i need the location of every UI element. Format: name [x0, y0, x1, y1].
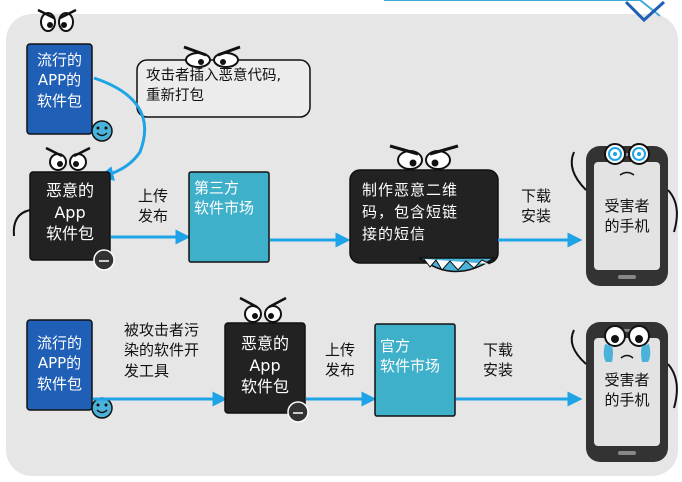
popular-app-box-1 [26, 43, 93, 135]
corner-tab [384, 0, 661, 17]
malicious-app-box-2 [224, 322, 306, 414]
smile-face-icon [91, 397, 113, 419]
left-arm [12, 209, 31, 237]
popular-app-label-1: 流行的 APP的 软件包 [36, 51, 82, 110]
evil-face-icon [93, 249, 115, 271]
eyes-icon [37, 8, 77, 32]
victim-label-2: 受害者 的手机 [604, 371, 650, 410]
qr-sms-label: 制作恶意二维 码，包含短链 接的短信 [362, 181, 459, 243]
malicious-app-label-1: 恶意的 App 软件包 [45, 181, 94, 244]
download-label-1: 下载 安装 [521, 187, 552, 226]
publish-label-1: 上传 发布 [138, 187, 169, 226]
victim-label-1: 受害者 的手机 [604, 197, 650, 236]
malicious-app-box-1 [29, 171, 111, 261]
dizzy-eyes-icon [604, 143, 650, 176]
third-party-market-box [188, 171, 270, 263]
popular-app-box-2 [26, 319, 93, 411]
sdk-note: 被攻击者污 染的软件开 发工具 [124, 321, 200, 380]
repackage-arrow [93, 76, 147, 181]
malicious-eyes-icon [239, 296, 287, 323]
smile-face-icon [91, 120, 113, 142]
official-market-label: 官方 软件市场 [380, 337, 441, 376]
monster-eyes-icon [389, 144, 459, 170]
angry-eyes-icon [183, 45, 241, 68]
malicious-app-label-2: 恶意的 App 软件包 [240, 334, 289, 397]
attacker-note: 攻击者插入恶意代码, 重新打包 [146, 68, 282, 104]
monster-mouth-icon [417, 257, 497, 273]
download-label-2: 下载 安装 [483, 341, 514, 380]
victim-phone-1 [570, 146, 678, 286]
corner-chevron-icon [624, 0, 666, 23]
evil-face-icon [287, 401, 309, 423]
publish-label-2: 上传 发布 [325, 341, 356, 380]
official-market-box [374, 323, 456, 417]
popular-app-label-2: 流行的 APP的 软件包 [36, 334, 82, 393]
malicious-eyes-icon [45, 146, 91, 171]
qr-sms-box [349, 169, 499, 264]
third-party-market-label: 第三方 软件市场 [194, 179, 255, 218]
crying-eyes-icon [603, 325, 651, 362]
